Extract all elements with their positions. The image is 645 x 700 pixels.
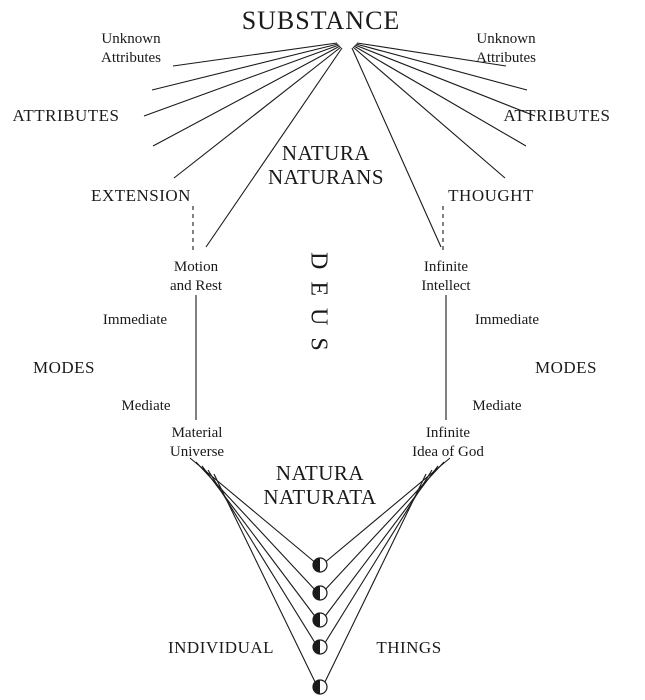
extension-label: EXTENSION [91, 186, 191, 205]
mediate-right-label: Mediate [472, 398, 522, 414]
motion-and-rest-label: Motion and Rest [170, 258, 222, 296]
half-filled-circle [312, 612, 328, 628]
attributes-left-label: ATTRIBUTES [12, 106, 120, 125]
unknown-attributes-right: Unknown Attributes [476, 30, 536, 68]
natura-naturata-line1: NATURA [275, 461, 365, 485]
substance-title: SUBSTANCE [241, 6, 401, 35]
attributes-right-label: ATTRIBUTES [503, 106, 611, 125]
infinite-idea-of-god-line1: Infinite [425, 425, 471, 441]
modes-left-label: MODES [32, 358, 96, 377]
individual-things-rays [189, 457, 451, 687]
half-filled-circle [312, 639, 328, 655]
infinite-intellect-line2: Intellect [421, 278, 471, 294]
immediate-right-label: Immediate [474, 312, 540, 328]
material-universe-line2: Universe [169, 444, 225, 460]
mediate-left-label: Mediate [121, 398, 171, 414]
motion-and-rest-line2: and Rest [169, 278, 223, 294]
individual-things-nodes [312, 557, 328, 695]
unknown-attributes-left-line2: Attributes [101, 50, 161, 66]
infinite-intellect-line1: Infinite [423, 259, 469, 275]
deus-vertical-label: DEUS [305, 252, 332, 363]
motion-and-rest-line1: Motion [173, 259, 219, 275]
unknown-attributes-right-line1: Unknown [476, 31, 536, 47]
natura-naturans-label: NATURA NATURANS [268, 141, 384, 189]
individual-label: INDIVIDUAL [167, 638, 275, 657]
natura-naturans-line1: NATURA [281, 141, 371, 165]
half-filled-circle [312, 585, 328, 601]
unknown-attributes-left: Unknown Attributes [101, 30, 161, 68]
material-universe-line1: Material [171, 425, 223, 441]
half-filled-circle [312, 557, 328, 573]
immediate-mediate-links [195, 295, 447, 420]
unknown-attributes-right-line2: Attributes [476, 50, 536, 66]
infinite-intellect-label: Infinite Intellect [421, 258, 470, 296]
substance-rays [143, 42, 536, 248]
half-filled-circle [312, 679, 328, 695]
attribute-mode-dashed-links [192, 206, 444, 251]
natura-naturans-line2: NATURANS [267, 165, 385, 189]
natura-naturata-line2: NATURATA [263, 485, 377, 509]
things-label: THINGS [376, 638, 442, 657]
modes-right-label: MODES [534, 358, 598, 377]
thought-label: THOUGHT [448, 186, 534, 205]
unknown-attributes-left-line1: Unknown [101, 31, 161, 47]
infinite-idea-of-god-line2: Idea of God [412, 444, 484, 460]
material-universe-label: Material Universe [170, 424, 224, 462]
natura-naturata-label: NATURA NATURATA [263, 461, 376, 509]
immediate-left-label: Immediate [102, 312, 168, 328]
infinite-idea-of-god-label: Infinite Idea of God [412, 424, 484, 462]
